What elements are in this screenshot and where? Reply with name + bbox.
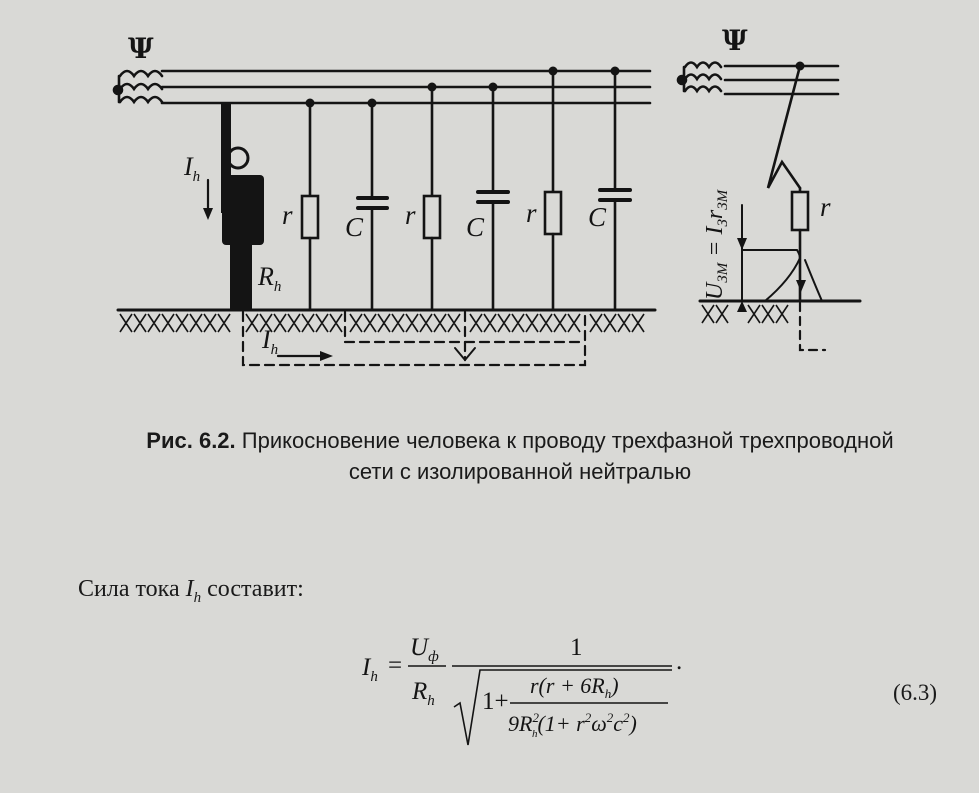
formula-one-plus: 1+: [482, 688, 509, 715]
formula-den: Rh: [411, 678, 435, 709]
transformer-left: [112, 69, 164, 105]
formula-lhs: Ih: [361, 654, 378, 685]
formula-period: .: [676, 648, 682, 675]
formula-one: 1: [570, 634, 583, 661]
caption-line-2: сети с изолированной нейтралью: [348, 459, 692, 484]
ground-hatch-right: [701, 304, 789, 324]
r-label-2: r: [405, 200, 416, 230]
fault-lightning: [766, 64, 802, 190]
dashed-current-paths: [241, 310, 587, 367]
figure-number: Рис. 6.2.: [146, 428, 236, 453]
formula-number: (6.3): [893, 680, 938, 705]
r-label-3: r: [526, 198, 537, 228]
circuit-diagram: Ψ Ψ Ih Rh r C r C r C r Ih UЗМ = IЗrЗМ: [112, 24, 862, 367]
voltage-label: UЗМ = IЗrЗМ: [702, 188, 731, 300]
current-arrow-right: [276, 351, 333, 361]
branch-c-3: [598, 66, 632, 312]
arrowhead-down-mid: [454, 347, 476, 362]
branch-r-3: [543, 66, 563, 312]
formula-eq: =: [388, 652, 402, 679]
ground-hatch-left: [119, 313, 645, 333]
potential-curve: [741, 249, 802, 302]
body-paragraph: Сила тока Ih составит:: [78, 576, 304, 607]
branch-r-2: [422, 82, 442, 312]
c-label-2: C: [466, 212, 485, 242]
current-var: I: [185, 576, 194, 602]
resistance-label: Rh: [257, 262, 281, 295]
fault-resistor: [790, 190, 810, 232]
c-label-1: C: [345, 212, 364, 242]
r-label-right: r: [820, 192, 831, 222]
formula-num: Uф: [410, 634, 439, 665]
dashed-current-right: [798, 301, 827, 352]
c-label-3: C: [588, 202, 607, 232]
current-var-sub: h: [193, 589, 202, 606]
transformer-right: [676, 61, 723, 94]
person-head: [226, 146, 250, 170]
r-label-1: r: [282, 200, 293, 230]
branch-c-2: [476, 82, 510, 312]
tail-text: составит:: [207, 576, 304, 602]
intro-text: Сила тока: [78, 576, 180, 602]
branch-c-1: [356, 98, 389, 312]
current-label-ground: Ih: [261, 325, 278, 358]
phase-lines-right: [723, 64, 840, 96]
psi-label-left: Ψ: [128, 32, 154, 65]
caption-line-1: Прикосновение человека к проводу трехфаз…: [241, 428, 894, 453]
branch-r-1: [300, 98, 320, 312]
current-arrow-down: [203, 178, 213, 220]
figure-caption: Рис. 6.2. Прикосновение человека к прово…: [90, 425, 950, 487]
formula-inner-num: r(r + 6Rh): [530, 673, 619, 701]
current-label-left: Ih: [183, 152, 200, 185]
person-figure: [221, 103, 264, 311]
psi-label-right: Ψ: [722, 24, 748, 57]
phase-lines-left: [160, 69, 652, 105]
